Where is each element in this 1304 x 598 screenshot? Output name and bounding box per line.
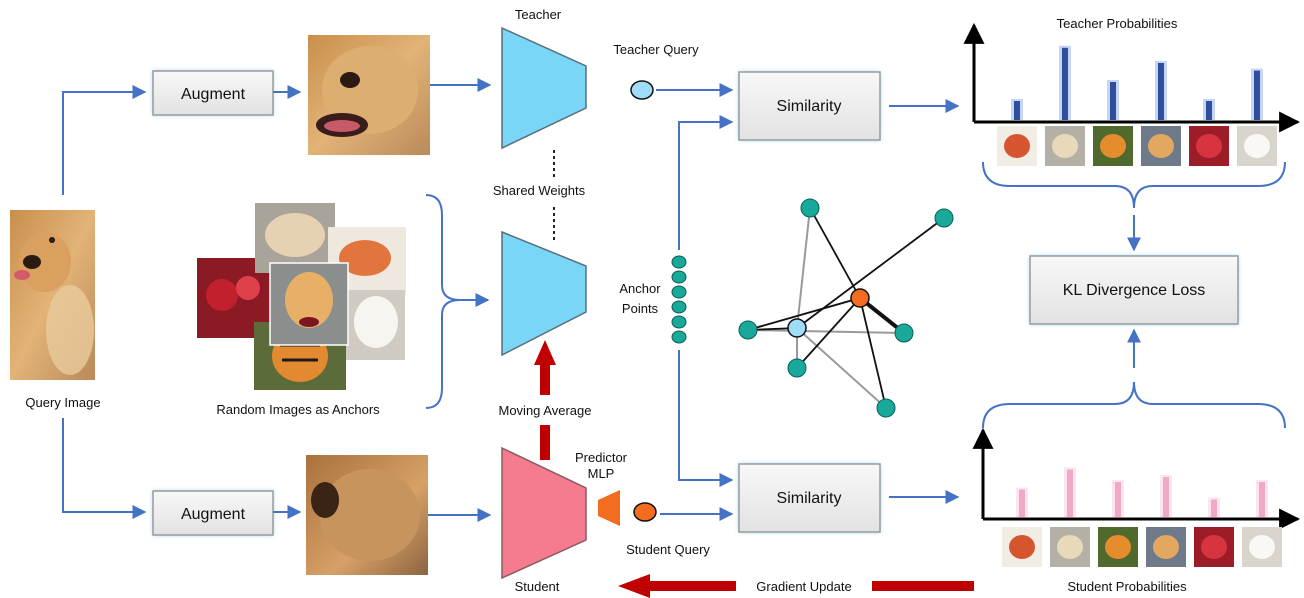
kl-loss-label: KL Divergence Loss bbox=[1063, 282, 1206, 299]
shared-weights-label: Shared Weights bbox=[493, 183, 586, 198]
tiger-thumbnail-subject bbox=[1105, 535, 1131, 559]
puppy-thumbnail-subject bbox=[1153, 535, 1179, 559]
student-probability-chart bbox=[972, 427, 1301, 567]
moving-average-label: Moving Average bbox=[499, 403, 592, 418]
white-dog-thumbnail-subject bbox=[1249, 535, 1275, 559]
similarity-bottom-label: Similarity bbox=[777, 490, 842, 507]
gradient-update-arrow bbox=[618, 574, 974, 598]
student-probability-bar bbox=[1115, 482, 1121, 517]
student-encoder bbox=[501, 446, 587, 580]
query-split-arrows bbox=[62, 85, 147, 519]
query-image bbox=[10, 210, 95, 380]
student-probabilities-title: Student Probabilities bbox=[1067, 579, 1187, 594]
teacher-probability-bar bbox=[1014, 101, 1020, 120]
query-image-label: Query Image bbox=[25, 395, 100, 410]
anchors-to-top-similarity bbox=[678, 115, 734, 250]
teacher-brace bbox=[982, 161, 1286, 209]
teacher-probability-bar bbox=[1062, 47, 1068, 120]
food-thumbnail-subject bbox=[1009, 535, 1035, 559]
teacher-encoder bbox=[501, 26, 587, 150]
similarity-top-label: Similarity bbox=[777, 98, 842, 115]
predictor-mlp bbox=[598, 490, 620, 526]
graph-student-query-node bbox=[850, 288, 870, 308]
graph-teacher-query-node bbox=[787, 318, 807, 338]
anchors-to-bottom-similarity bbox=[678, 350, 734, 487]
food-thumbnail-subject bbox=[1004, 134, 1030, 158]
student-probability-bar bbox=[1259, 482, 1265, 517]
teacher-probability-bar bbox=[1158, 63, 1164, 120]
anchor-brace bbox=[425, 194, 461, 409]
random-anchors-label: Random Images as Anchors bbox=[216, 402, 380, 417]
predictor-label-line2: MLP bbox=[588, 466, 615, 481]
teacher-label: Teacher bbox=[515, 7, 562, 22]
student-probability-bar bbox=[1211, 499, 1217, 517]
puppy-thumbnail-subject bbox=[1148, 134, 1174, 158]
anchor-encoder bbox=[501, 230, 587, 357]
gradient-update-label: Gradient Update bbox=[756, 579, 851, 594]
pomegranate-thumbnail-subject bbox=[1196, 134, 1222, 158]
white-dog-thumbnail-subject bbox=[1244, 134, 1270, 158]
teacher-probability-chart bbox=[963, 22, 1301, 166]
anchor-graph bbox=[738, 198, 954, 418]
student-query-label: Student Query bbox=[626, 542, 710, 557]
augmented-image-bottom bbox=[306, 455, 428, 575]
similarity-bottom-box: Similarity bbox=[738, 463, 881, 533]
dog-thumbnail-subject bbox=[1052, 134, 1078, 158]
augment-top-box: Augment bbox=[152, 70, 274, 116]
student-query-node bbox=[633, 502, 657, 522]
student-probability-bar bbox=[1163, 477, 1169, 517]
anchor-points-stack bbox=[671, 255, 687, 344]
anchor-points-label-line1: Anchor bbox=[619, 281, 661, 296]
student-label: Student bbox=[515, 579, 560, 594]
pomegranate-thumbnail-subject bbox=[1201, 535, 1227, 559]
teacher-probability-bar bbox=[1254, 70, 1260, 120]
anchor-image-collage bbox=[197, 203, 406, 390]
augment-bottom-label: Augment bbox=[181, 506, 246, 523]
augmented-image-top bbox=[308, 35, 430, 155]
teacher-probabilities-title: Teacher Probabilities bbox=[1057, 16, 1178, 31]
predictor-label-line1: Predictor bbox=[575, 450, 628, 465]
teacher-probability-bar bbox=[1206, 101, 1212, 120]
augment-top-label: Augment bbox=[181, 86, 246, 103]
kl-loss-box: KL Divergence Loss bbox=[1029, 255, 1239, 325]
anchor-points-label-line2: Points bbox=[622, 301, 659, 316]
student-probability-bar bbox=[1019, 489, 1025, 517]
tiger-thumbnail-subject bbox=[1100, 134, 1126, 158]
student-brace bbox=[982, 381, 1286, 429]
teacher-query-node bbox=[630, 80, 654, 100]
augment-bottom-box: Augment bbox=[152, 490, 274, 536]
teacher-query-label: Teacher Query bbox=[613, 42, 699, 57]
similarity-top-box: Similarity bbox=[738, 71, 881, 141]
dog-thumbnail-subject bbox=[1057, 535, 1083, 559]
moving-average-arrow bbox=[534, 340, 556, 460]
teacher-probability-bar bbox=[1110, 82, 1116, 120]
student-probability-bar bbox=[1067, 469, 1073, 517]
